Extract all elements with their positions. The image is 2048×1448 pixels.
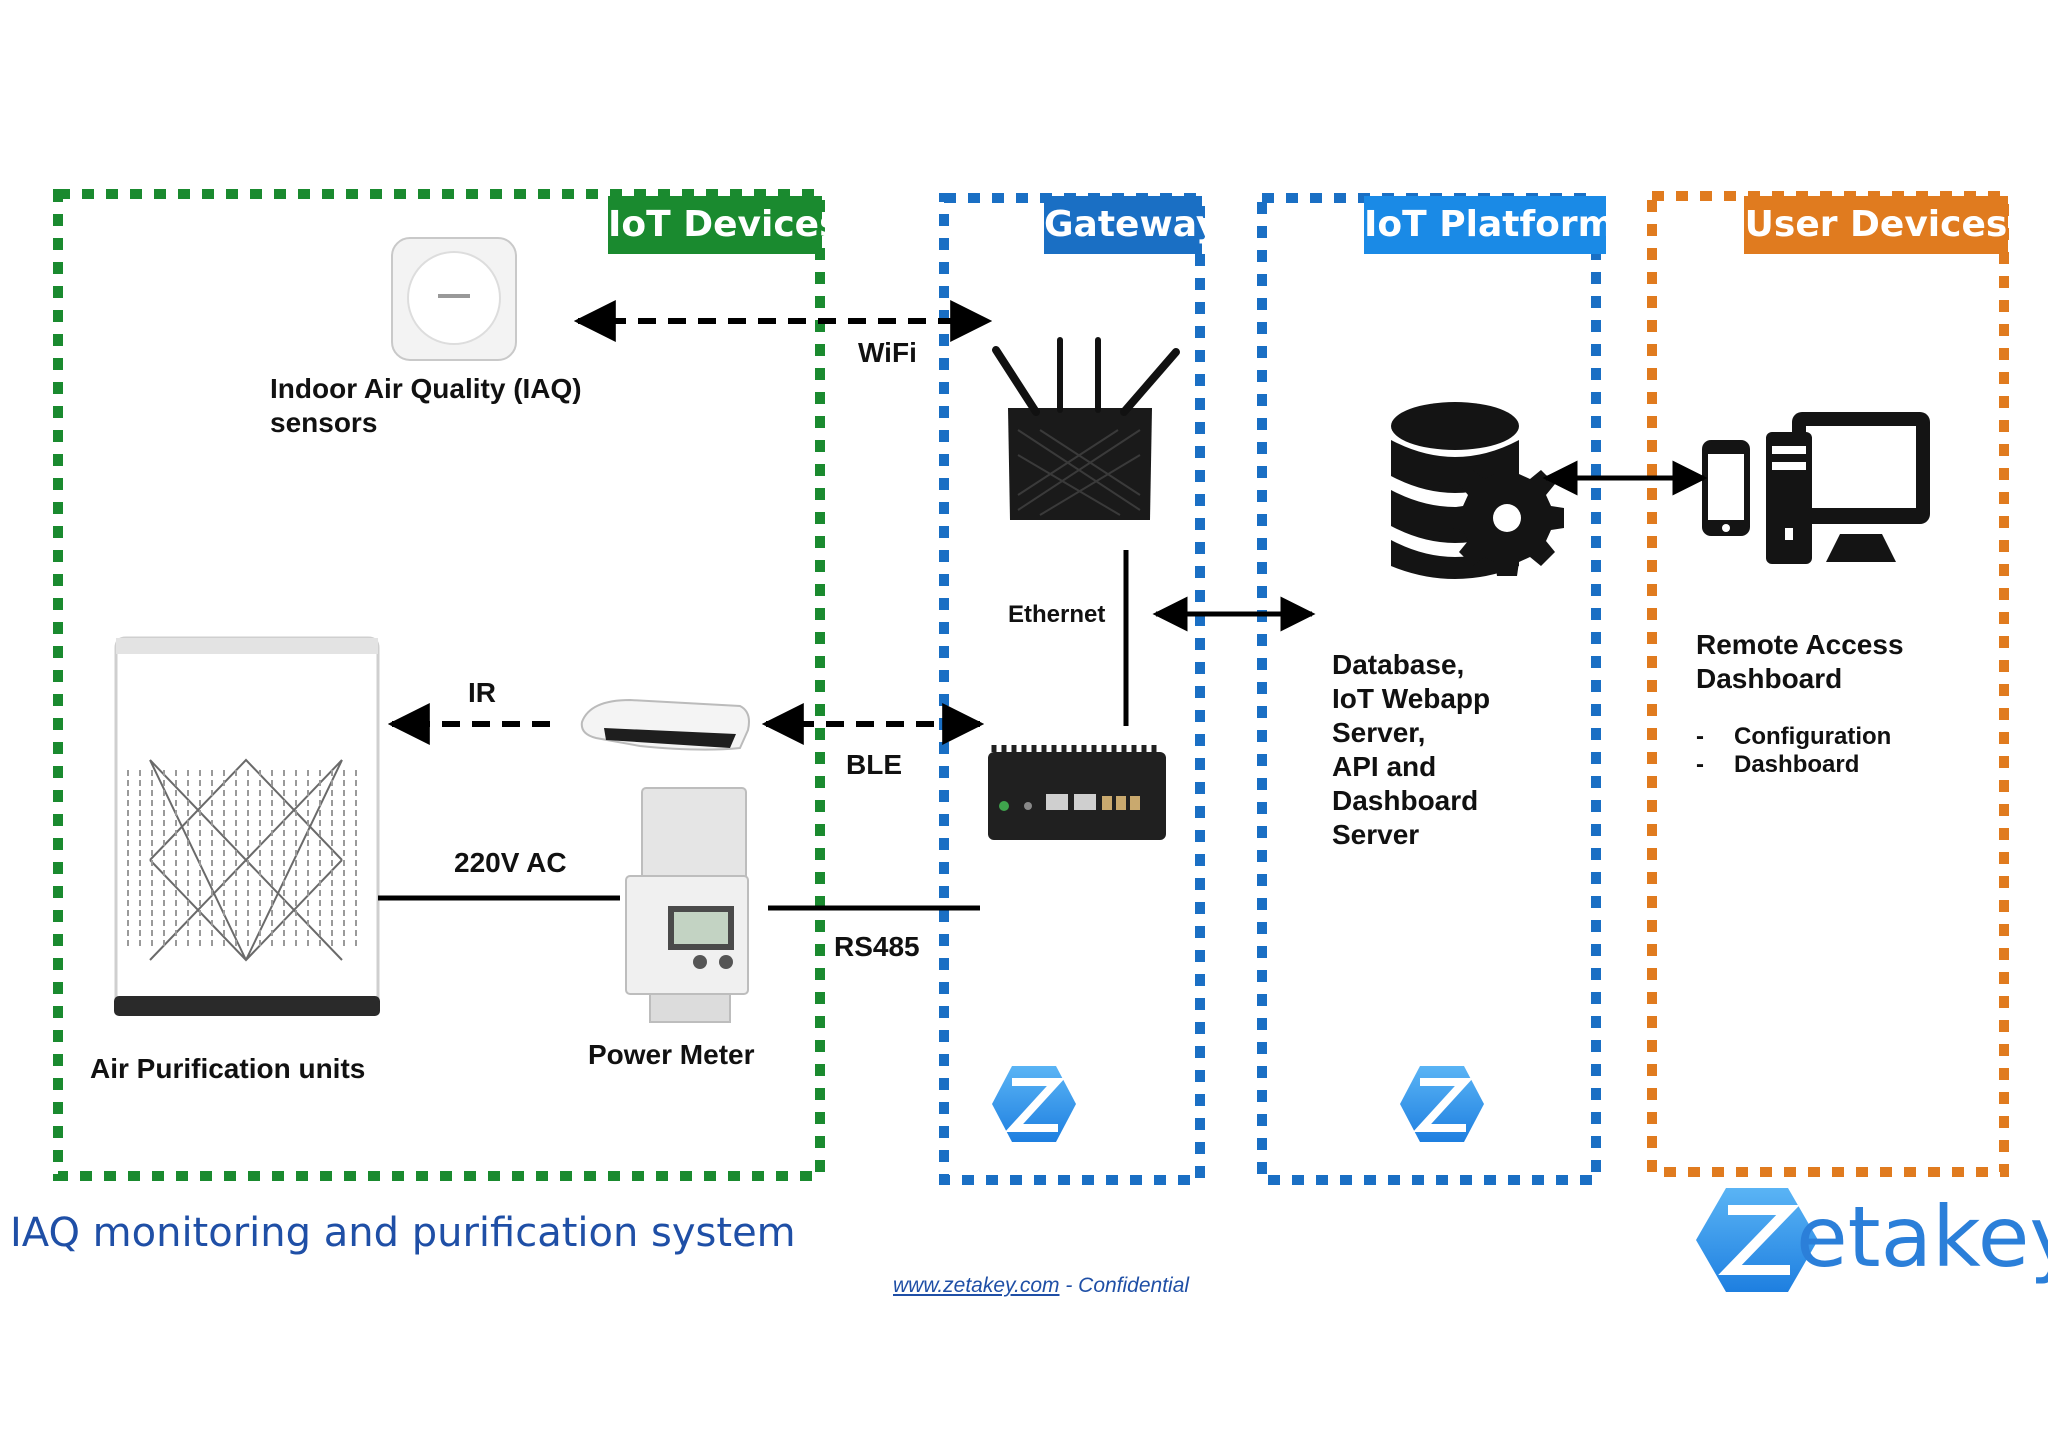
bullet-configuration: Configuration — [1734, 723, 1892, 750]
user-devices-title: User Devices — [1744, 196, 2008, 254]
iot-devices-title: IoT Devices — [608, 196, 841, 254]
power-meter-label: Power Meter — [588, 1039, 755, 1070]
gateway-box — [939, 193, 1205, 1185]
industrial-pc-icon — [988, 745, 1166, 840]
bullet-dash: - — [1696, 723, 1704, 750]
bullet-dashboard: Dashboard — [1734, 751, 1860, 778]
footer: www.zetakey.com - Confidential — [893, 1274, 1189, 1298]
iaq-sensor-icon — [391, 237, 517, 361]
smartphone-icon — [1702, 440, 1750, 536]
footer-suffix: - Confidential — [1059, 1274, 1190, 1297]
ir-blaster-icon — [580, 698, 750, 751]
zetakey-logo-text: etakey — [1796, 1188, 2048, 1286]
gateway-title: Gateway — [1044, 196, 1219, 254]
power-meter-icon — [625, 787, 749, 1023]
iot-devices-box — [53, 189, 825, 1181]
database-gear-icon — [1391, 402, 1564, 579]
iot-platform-title: IoT Platform — [1364, 196, 1615, 254]
ir-label: IR — [468, 677, 496, 708]
wifi-router-icon — [992, 337, 1180, 520]
zetakey-logo-mark — [1696, 1188, 1818, 1292]
iaq-sensors-label: Indoor Air Quality (IAQ) sensors — [270, 373, 582, 438]
platform-services-label: Database, IoT Webapp Server, API and Das… — [1332, 649, 1491, 850]
desktop-computer-icon — [1766, 412, 1930, 564]
ac-label: 220V AC — [454, 847, 567, 878]
zetakey-z-icon — [1400, 1066, 1484, 1142]
diagram-caption: IAQ monitoring and purification system — [10, 1210, 796, 1256]
website-link[interactable]: www.zetakey.com — [893, 1274, 1060, 1297]
wifi-label: WiFi — [858, 337, 917, 368]
iot-platform-box — [1257, 193, 1601, 1185]
air-purification-label: Air Purification units — [90, 1053, 366, 1084]
ethernet-label: Ethernet — [1008, 601, 1106, 628]
ble-label: BLE — [846, 749, 902, 780]
rs485-label: RS485 — [834, 931, 920, 962]
remote-access-label: Remote Access Dashboard — [1696, 629, 1904, 694]
air-purifier-icon — [114, 636, 380, 1016]
zetakey-z-icon — [992, 1066, 1076, 1142]
bullet-dash: - — [1696, 751, 1704, 778]
